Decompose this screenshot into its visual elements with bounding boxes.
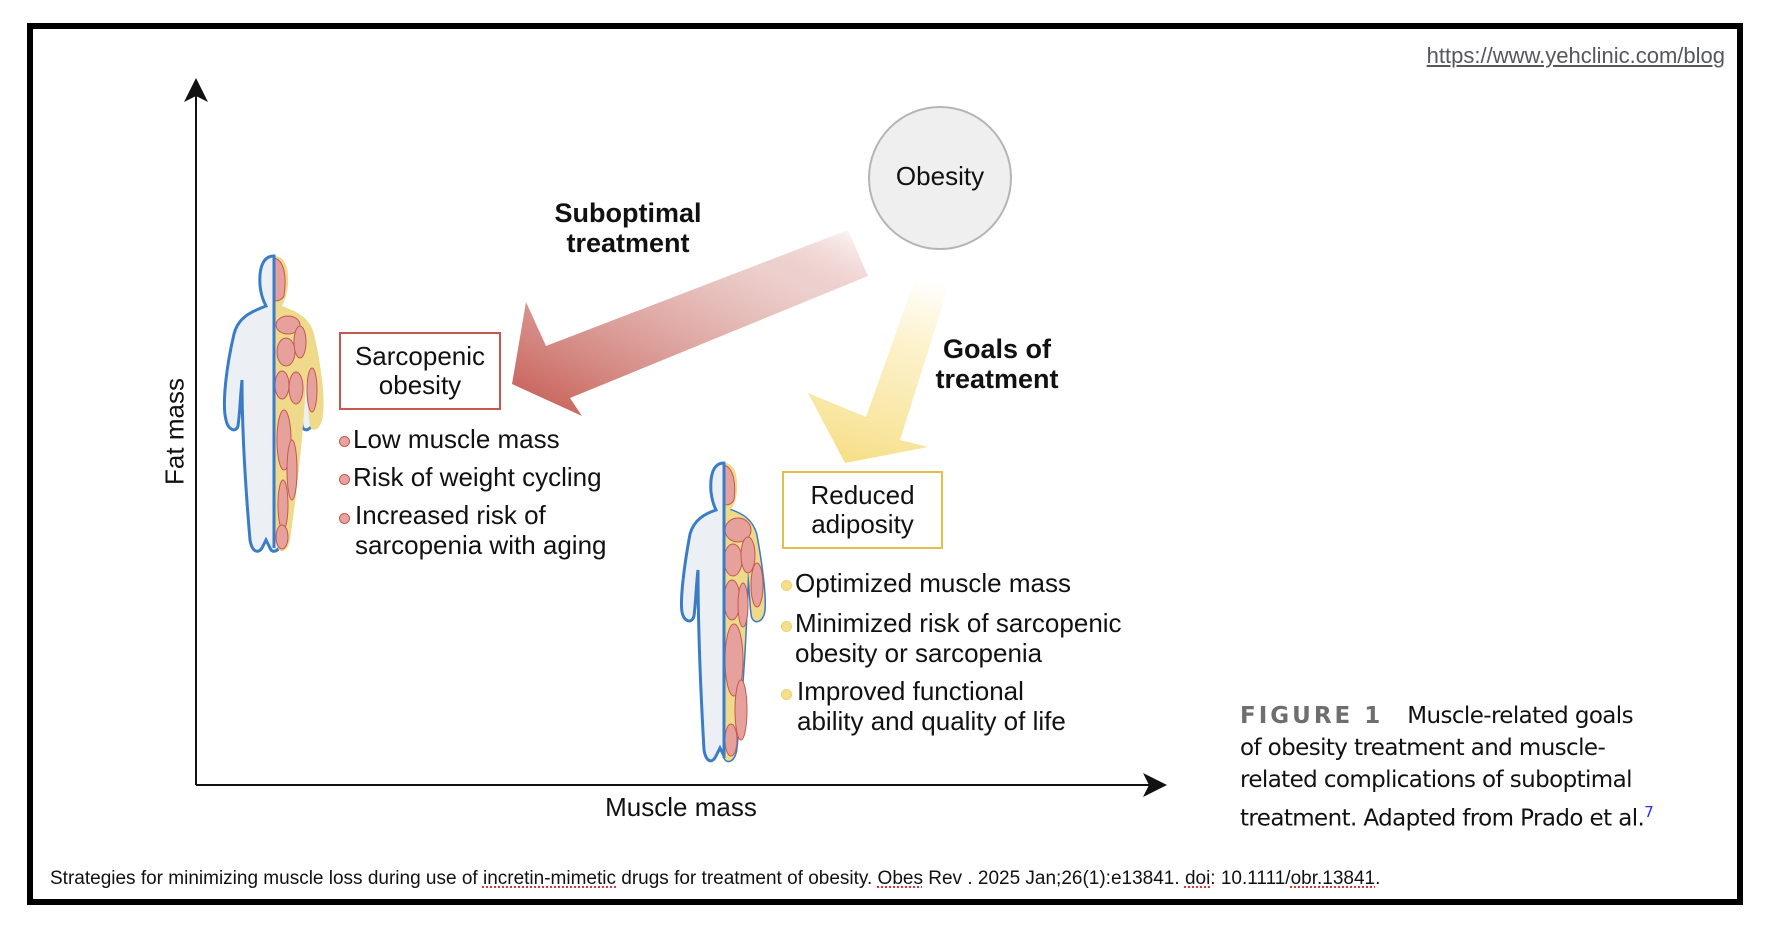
sarcopenic-bullet-3: Increased risk of sarcopenia with aging	[355, 500, 607, 560]
sarcopenic-bullet-2: Risk of weight cycling	[353, 462, 602, 492]
reduced-bullet-2-line2: obesity or sarcopenia	[795, 638, 1043, 668]
sarcopenic-bullet-3-line1: Increased risk of	[355, 500, 546, 530]
suboptimal-treatment-label: Suboptimal treatment	[528, 198, 728, 258]
figure-number: FIGURE 1	[1240, 703, 1384, 729]
obesity-label: Obesity	[895, 161, 985, 191]
reduced-bullet-2: Minimized risk of sarcopenic obesity or …	[795, 608, 1122, 668]
sarcopenic-bullet-1: Low muscle mass	[353, 424, 560, 454]
caption-text: Muscle-related goals of obesity treatmen…	[1240, 703, 1645, 832]
goals-label-line2: treatment	[935, 364, 1059, 394]
sarcopenic-bullet-3-line2: sarcopenia with aging	[355, 530, 607, 560]
reduced-bullet-3-line1: Improved functional	[797, 676, 1024, 706]
citation-journal: Obes	[877, 868, 923, 889]
body-figure-sarcopenic	[222, 254, 324, 553]
reference-link[interactable]: 7	[1644, 803, 1654, 821]
citation-part2: drugs for treatment of obesity.	[616, 868, 878, 889]
bullet-dot-icon	[339, 474, 350, 485]
reduced-title-line2: adiposity	[811, 509, 914, 539]
reduced-bullet-1: Optimized muscle mass	[795, 568, 1071, 598]
reduced-bullet-3: Improved functional ability and quality …	[797, 676, 1066, 736]
citation-part4: : 10.1111/	[1210, 868, 1291, 889]
reduced-bullet-3-line2: ability and quality of life	[797, 706, 1066, 736]
reduced-title-line1: Reduced	[810, 480, 915, 510]
suboptimal-label-line2: treatment	[566, 228, 690, 258]
citation-part1: Strategies for minimizing muscle loss du…	[50, 868, 483, 889]
sarcopenic-title-line2: obesity	[378, 370, 462, 400]
bullet-dot-icon	[781, 621, 792, 632]
sarcopenic-obesity-box: Sarcopenic obesity	[339, 332, 501, 410]
goals-of-treatment-label: Goals of treatment	[897, 334, 1097, 394]
y-axis-label: Fat mass	[159, 378, 190, 485]
suboptimal-label-line1: Suboptimal	[554, 198, 702, 228]
citation-term: incretin-mimetic	[482, 868, 616, 889]
bullet-dot-icon	[781, 689, 792, 700]
source-citation: Strategies for minimizing muscle loss du…	[50, 868, 1380, 890]
bullet-dot-icon	[781, 580, 792, 591]
body-figure-reduced-adiposity	[680, 461, 766, 763]
bullet-dot-icon	[339, 513, 350, 524]
goals-of-treatment-arrow	[808, 265, 952, 463]
reduced-adiposity-box: Reduced adiposity	[782, 471, 943, 549]
citation-part3: Rev . 2025 Jan;26(1):e13841.	[922, 868, 1185, 889]
watermark-url-link[interactable]: https://www.yehclinic.com/blog	[1426, 43, 1725, 68]
suboptimal-treatment-arrow	[512, 230, 868, 416]
x-axis-label: Muscle mass	[605, 792, 757, 822]
citation-doi-id: obr.13841	[1290, 868, 1376, 889]
citation-doi-label: doi	[1184, 868, 1211, 889]
sarcopenic-title-line1: Sarcopenic	[354, 341, 486, 371]
citation-part5: .	[1375, 868, 1381, 889]
bullet-dot-icon	[339, 436, 350, 447]
reduced-bullet-2-line1: Minimized risk of sarcopenic	[795, 608, 1122, 638]
obesity-node	[868, 106, 1012, 250]
goals-label-line1: Goals of	[942, 334, 1051, 364]
